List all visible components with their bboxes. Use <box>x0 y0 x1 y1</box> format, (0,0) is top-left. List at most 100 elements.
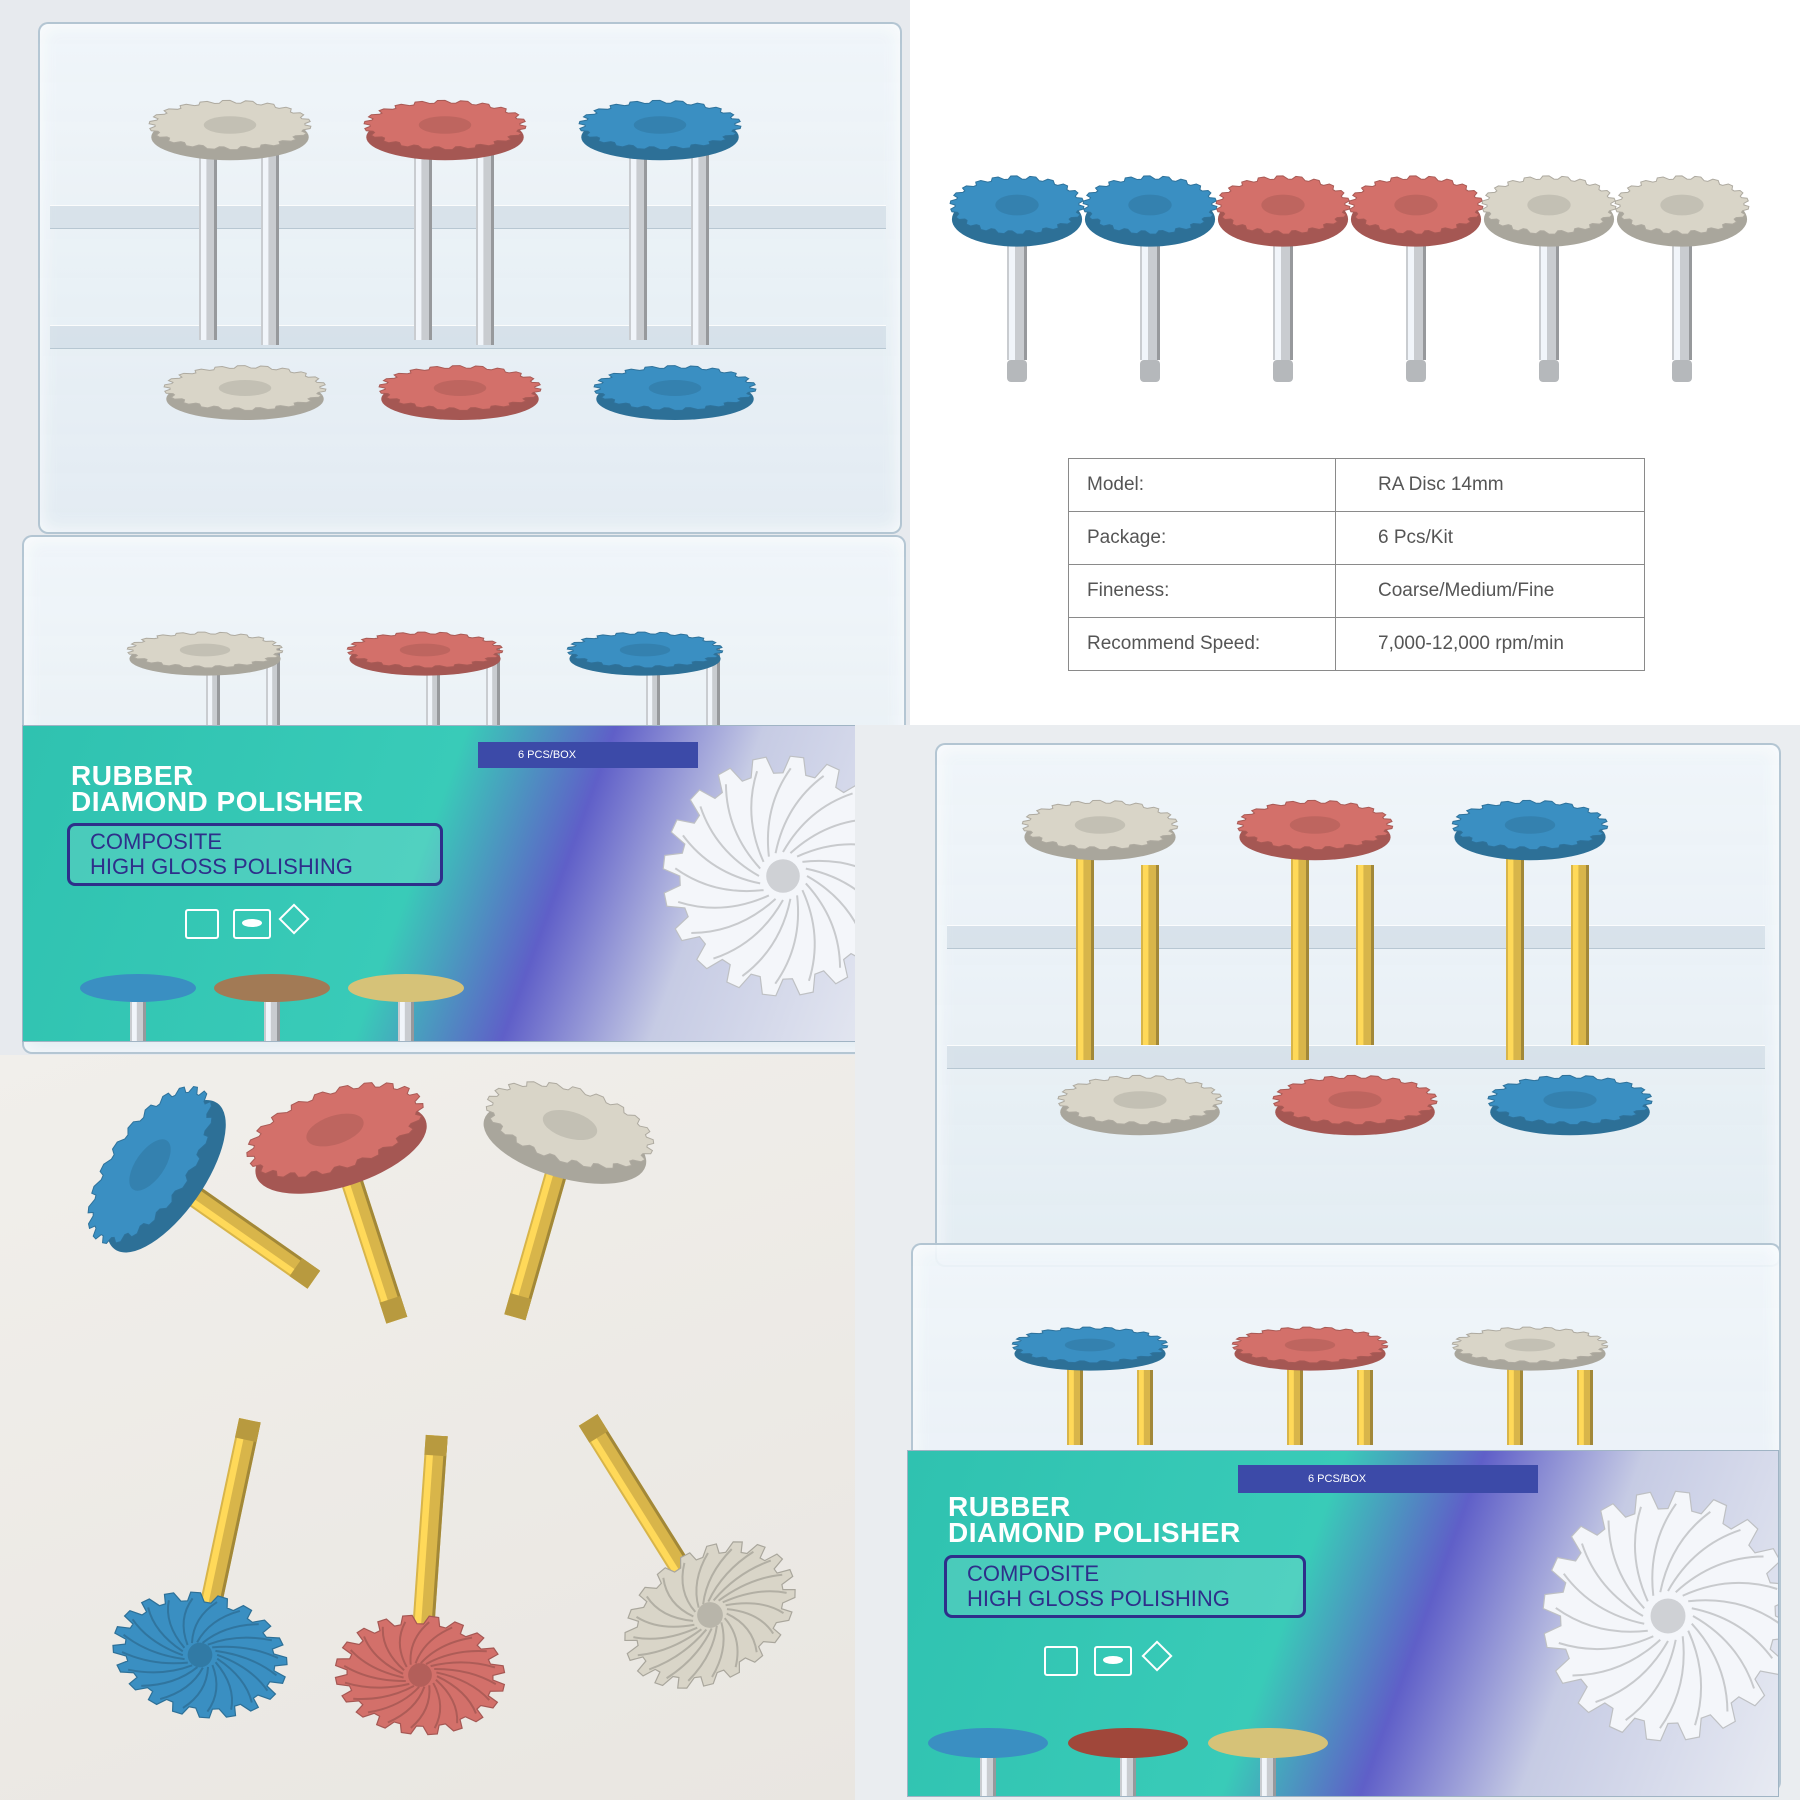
loose-polisher <box>334 1434 506 1736</box>
label-title-line2: DIAMOND POLISHER <box>71 786 364 817</box>
polisher-disc <box>346 631 504 676</box>
box-rail <box>50 205 886 229</box>
polisher-disc <box>1231 1326 1389 1371</box>
polisher-disc <box>578 99 742 161</box>
polisher-disc <box>1236 799 1394 861</box>
shank-tip <box>1539 360 1559 382</box>
polisher-shank <box>1577 1370 1593 1445</box>
shank-tip <box>1007 360 1027 382</box>
panel-spec: Model: RA Disc 14mm Package: 6 Pcs/Kit F… <box>910 0 1800 725</box>
lips-icon <box>1094 1646 1132 1676</box>
polisher-disc <box>1348 175 1484 247</box>
polisher-shank <box>1141 865 1159 1045</box>
polisher-shank <box>1287 1355 1303 1445</box>
polisher-disc <box>1272 1074 1438 1136</box>
spec-label: Model: <box>1068 458 1336 512</box>
polisher-disc <box>1208 1728 1328 1758</box>
label-title-line2: DIAMOND POLISHER <box>948 1517 1241 1548</box>
spiral-disc-illustration <box>1542 1490 1778 1742</box>
steel-polishers-lower <box>126 631 724 725</box>
label-product-images <box>80 755 897 1041</box>
shank-tip <box>1672 360 1692 382</box>
polisher-shank <box>1273 215 1293 360</box>
polisher-disc <box>378 365 542 420</box>
polisher-disc <box>1021 799 1179 861</box>
polisher-disc <box>624 1541 796 1689</box>
label-subtitle-line2: HIGH GLOSS POLISHING <box>90 854 353 880</box>
polisher-shank <box>130 991 146 1041</box>
polisher-shank <box>1140 215 1160 360</box>
polisher-shank <box>1260 1746 1276 1796</box>
gold-polishers-upper <box>1021 799 1653 1136</box>
steel-polishers-upper <box>148 99 757 420</box>
gold-polishers-lower <box>1011 1326 1609 1445</box>
product-label-card: 6 PCS/BOX RUBBER DIAMOND POLISHER COMPOS… <box>22 725 898 1042</box>
loose-polisher <box>578 1414 796 1689</box>
loose-polisher <box>87 1085 321 1289</box>
polisher-disc <box>148 99 312 161</box>
label-product-images <box>928 1490 1778 1796</box>
box-rail <box>50 325 886 349</box>
polisher-disc <box>363 99 527 161</box>
polisher-shank <box>1406 215 1426 360</box>
shank-tip <box>504 1293 532 1321</box>
label-subtitle-box: COMPOSITE HIGH GLOSS POLISHING <box>67 823 443 886</box>
polisher-shank <box>980 1746 996 1796</box>
polisher-disc <box>246 1082 427 1194</box>
polisher-shank <box>1076 850 1094 1060</box>
spec-value: RA Disc 14mm <box>1335 458 1645 512</box>
polisher-shank <box>1291 850 1309 1060</box>
polisher-shank <box>414 130 432 340</box>
polisher-shank <box>199 130 217 340</box>
polisher-shank <box>261 145 279 345</box>
spec-label: Package: <box>1068 511 1336 565</box>
polisher-shank <box>1137 1370 1153 1445</box>
panel-gold-kit: 6 PCS/BOX RUBBER DIAMOND POLISHER COMPOS… <box>855 725 1800 1800</box>
shank-tip <box>1273 360 1293 382</box>
pcs-badge: 6 PCS/BOX <box>1238 1465 1538 1493</box>
shank-tip <box>424 1434 448 1457</box>
spec-value: Coarse/Medium/Fine <box>1335 564 1645 618</box>
table-row: Model: RA Disc 14mm <box>1068 458 1645 512</box>
polisher-disc <box>483 1081 655 1184</box>
polisher-shank <box>1067 1355 1083 1445</box>
shank-tip <box>578 1414 609 1443</box>
shank-tip <box>289 1258 321 1289</box>
spec-table: Model: RA Disc 14mm Package: 6 Pcs/Kit F… <box>1068 458 1645 671</box>
polisher-shank <box>629 130 647 340</box>
label-subtitle-line1: COMPOSITE <box>967 1561 1100 1586</box>
spec-value: 6 Pcs/Kit <box>1335 511 1645 565</box>
polisher-disc <box>1542 1490 1778 1742</box>
polisher-disc <box>1451 799 1609 861</box>
polisher-disc <box>1011 1326 1169 1371</box>
panel-steel-kit: 6 PCS/BOX RUBBER DIAMOND POLISHER COMPOS… <box>0 0 910 1055</box>
polisher-disc <box>87 1085 226 1253</box>
disc-lineup <box>949 175 1750 382</box>
polisher-disc <box>80 974 196 1002</box>
polisher-shank <box>264 991 280 1041</box>
polisher-shank <box>1507 1355 1523 1445</box>
table-row: Fineness: Coarse/Medium/Fine <box>1068 564 1645 618</box>
package-icon <box>185 909 219 939</box>
polisher-disc <box>566 631 724 676</box>
label-subtitle-line1: COMPOSITE <box>90 829 223 854</box>
polisher-shank <box>1506 850 1524 1060</box>
polisher-disc <box>1481 175 1617 247</box>
product-label-card: 6 PCS/BOX RUBBER DIAMOND POLISHER COMPOS… <box>907 1450 1779 1797</box>
polisher-disc <box>163 365 327 420</box>
shank-tip <box>1140 360 1160 382</box>
label-title-line1: RUBBER <box>948 1491 1071 1522</box>
polisher-disc <box>593 365 757 420</box>
polisher-shank <box>476 145 494 345</box>
polisher-disc <box>949 175 1085 247</box>
label-title-line1: RUBBER <box>71 760 194 791</box>
polisher-disc <box>126 631 284 676</box>
polisher-shank <box>1672 215 1692 360</box>
shank-tip <box>1406 360 1426 382</box>
polisher-shank <box>1356 865 1374 1045</box>
spec-label: Recommend Speed: <box>1068 617 1336 671</box>
spec-value: 7,000-12,000 rpm/min <box>1335 617 1645 671</box>
polisher-shank <box>398 991 414 1041</box>
package-icon <box>1044 1646 1078 1676</box>
polisher-shank <box>1571 865 1589 1045</box>
